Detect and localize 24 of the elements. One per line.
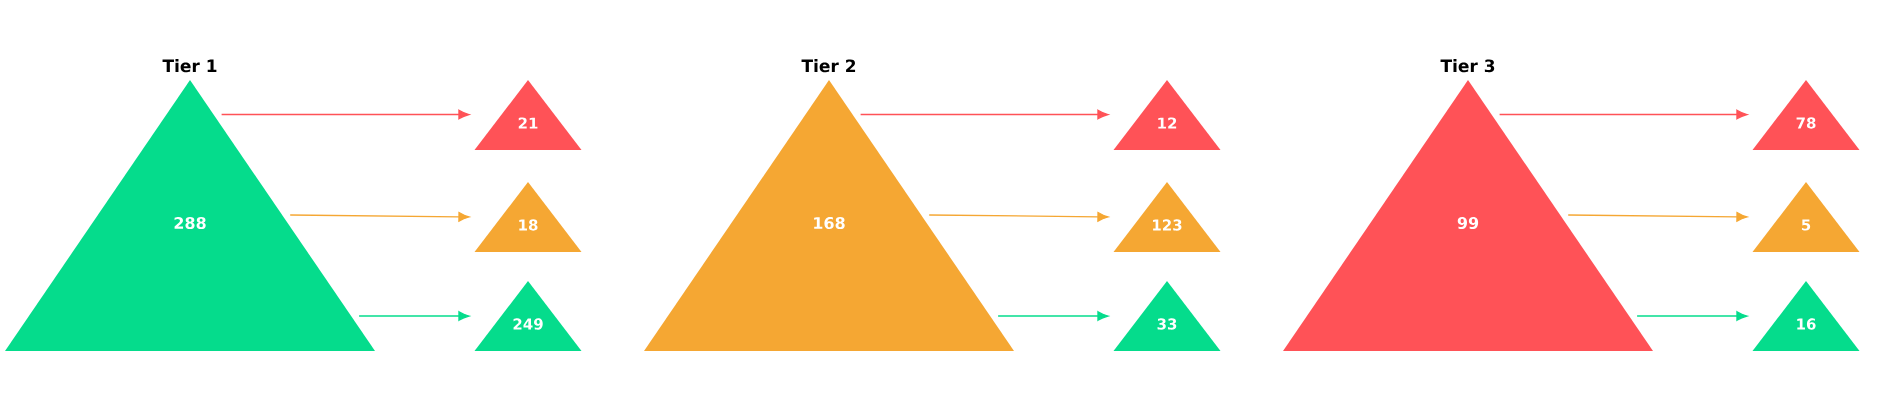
small-triangle: 16	[1752, 281, 1860, 351]
arrow	[928, 211, 1109, 222]
arrow	[1567, 211, 1748, 222]
arrow	[859, 109, 1109, 120]
arrow	[358, 311, 470, 321]
large-triangle: Tier 2 168	[644, 59, 1014, 351]
small-triangle: 12	[1113, 80, 1221, 150]
small-triangle: 21	[474, 80, 582, 150]
arrow	[997, 311, 1109, 321]
small-triangle: 18	[474, 182, 582, 252]
small-triangle: 33	[1113, 281, 1221, 351]
arrow	[1498, 109, 1748, 120]
large-triangle: Tier 1 288	[5, 59, 375, 351]
arrow	[289, 211, 470, 222]
node-label: Tier 1	[162, 59, 217, 73]
node-label: Tier 2	[801, 59, 856, 73]
arrow	[1636, 311, 1748, 321]
small-triangle: 249	[474, 281, 582, 351]
node-label: Tier 3	[1440, 59, 1495, 73]
small-triangle: 123	[1113, 182, 1221, 252]
arrow	[220, 109, 470, 120]
small-triangle: 5	[1752, 182, 1860, 252]
small-triangle: 78	[1752, 80, 1860, 150]
large-triangle: Tier 3 99	[1283, 59, 1653, 351]
